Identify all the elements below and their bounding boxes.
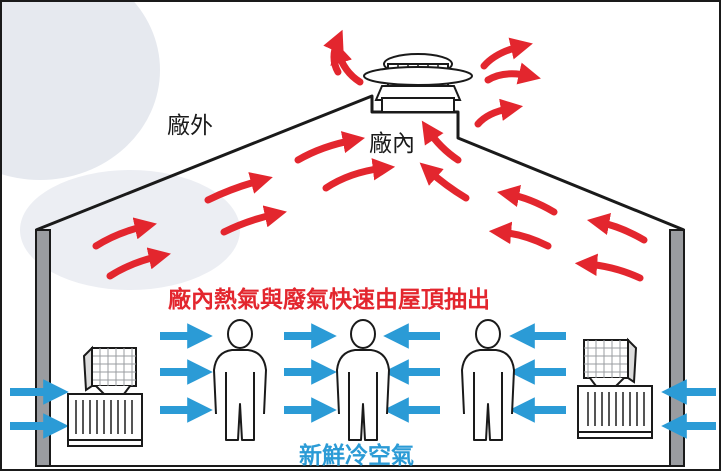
hot-air-arrows bbox=[92, 29, 648, 282]
red-curved-arrow-icon bbox=[474, 98, 524, 128]
left-wall bbox=[35, 229, 51, 467]
red-curved-arrow-icon bbox=[330, 41, 364, 86]
red-curved-arrow-icon bbox=[574, 253, 644, 282]
right-wall bbox=[669, 229, 685, 467]
fresh-air-caption: 新鮮冷空氣 bbox=[299, 443, 414, 469]
red-curved-arrow-icon bbox=[92, 217, 157, 250]
person-icon bbox=[461, 319, 515, 441]
red-curved-arrow-icon bbox=[421, 120, 462, 164]
red-curved-arrow-icon bbox=[484, 62, 541, 85]
red-curved-arrow-icon bbox=[419, 162, 470, 202]
red-curved-arrow-icon bbox=[220, 205, 287, 236]
person-icon bbox=[336, 319, 390, 441]
red-curved-arrow-icon bbox=[323, 29, 344, 76]
cool-air-arrows bbox=[10, 323, 716, 439]
red-curved-arrow-icon bbox=[322, 158, 396, 192]
hot-air-caption: 廠內熱氣與廢氣快速由屋頂抽出 bbox=[168, 287, 490, 313]
red-curved-arrow-icon bbox=[586, 212, 648, 244]
red-curved-arrow-icon bbox=[294, 131, 366, 164]
inside-label: 廠內 bbox=[369, 131, 415, 157]
red-curved-arrow-icon bbox=[106, 247, 171, 280]
roof-ventilator-icon bbox=[363, 53, 473, 113]
red-curved-arrow-icon bbox=[204, 172, 273, 204]
red-curved-arrow-icon bbox=[480, 37, 533, 70]
evaporative-air-cooler-icon bbox=[67, 337, 653, 447]
outside-label: 廠外 bbox=[167, 113, 213, 139]
workers bbox=[213, 319, 515, 441]
red-curved-arrow-icon bbox=[496, 184, 558, 216]
red-curved-arrow-icon bbox=[488, 221, 552, 250]
person-icon bbox=[213, 319, 267, 441]
